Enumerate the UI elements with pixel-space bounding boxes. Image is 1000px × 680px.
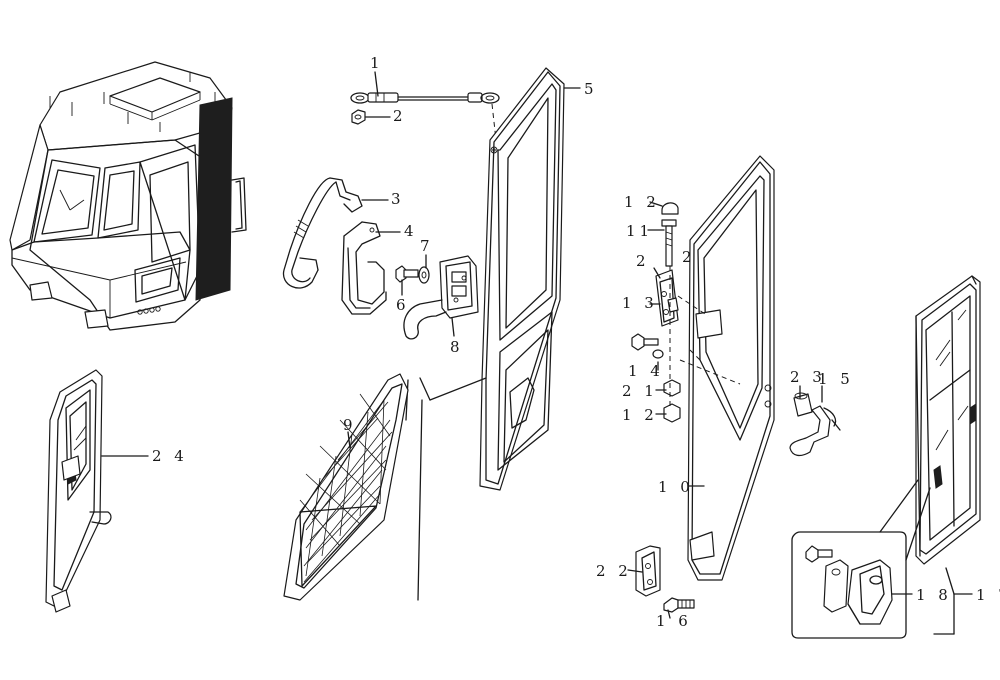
callout-13: 1 3 <box>622 294 658 312</box>
callout-17: 1 7 <box>976 586 1000 604</box>
door-handle-part <box>789 392 841 457</box>
callout-7: 7 <box>420 237 434 255</box>
door-to-step-leader <box>405 377 487 601</box>
callout-18: 1 8 <box>916 586 952 604</box>
bolt-washer-parts <box>395 265 430 284</box>
callout-6: 6 <box>396 296 410 314</box>
callout-11: 11 <box>626 222 653 240</box>
latch-detail-inset <box>791 479 931 639</box>
bracket-part <box>341 221 387 315</box>
callout-2-hinge: 2 <box>636 252 650 270</box>
right-door-part <box>687 155 775 581</box>
callout-numbers: 1 2 3 4 5 6 7 8 9 1 0 11 1 2 2 2 1 3 1 4… <box>152 54 1000 630</box>
callout-14: 1 4 <box>628 362 664 380</box>
cab-door-part <box>479 67 565 491</box>
callout-15: 1 5 <box>818 370 854 388</box>
callout-2-bolt: 2 <box>682 248 696 266</box>
callout-12-bottom: 1 2 <box>622 406 658 424</box>
cab-assembly <box>9 61 247 331</box>
callout-16: 1 6 <box>656 612 692 630</box>
callout-leaders <box>101 71 973 635</box>
door-latch-part <box>403 255 479 340</box>
link-strap-part <box>350 92 500 141</box>
callout-2-nut: 2 <box>393 107 407 125</box>
callout-8: 8 <box>450 338 464 356</box>
callout-24: 2 4 <box>152 447 188 465</box>
callout-21: 2 1 <box>622 382 658 400</box>
callout-22: 2 2 <box>596 562 632 580</box>
callout-4: 4 <box>404 222 418 240</box>
callout-9: 9 <box>343 416 357 434</box>
grab-handle-part <box>282 177 363 289</box>
callout-23: 2 3 <box>790 368 826 386</box>
callout-3: 3 <box>391 190 405 208</box>
hinge-hardware-parts <box>631 202 741 613</box>
callout-10: 1 0 <box>658 478 694 496</box>
callout-5: 5 <box>584 80 598 98</box>
callout-12-top: 1 2 <box>624 193 660 211</box>
callout-1: 1 <box>370 54 384 72</box>
step-grating-part <box>283 373 409 601</box>
side-door-panel-part <box>45 369 112 613</box>
sliding-window-part <box>915 275 981 565</box>
